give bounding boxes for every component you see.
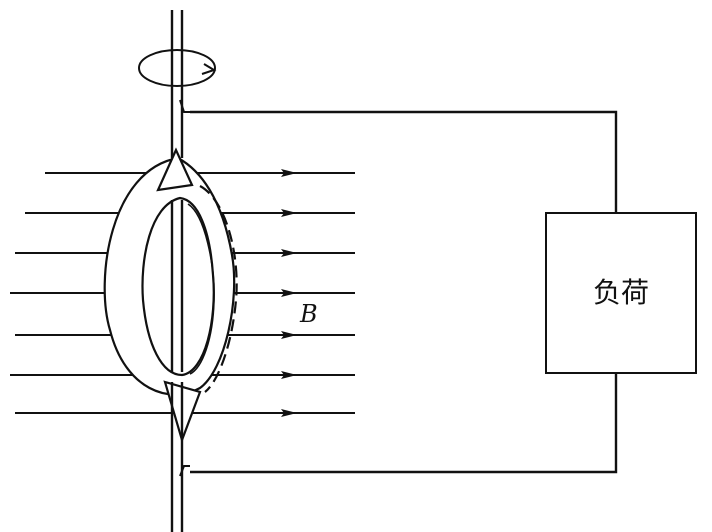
disk-inner-rim bbox=[187, 203, 215, 375]
disk-hidden-edge bbox=[199, 185, 238, 393]
rotation-indicator bbox=[138, 49, 217, 87]
load-box-label: 负荷 bbox=[593, 276, 649, 309]
load-box bbox=[545, 212, 697, 374]
rotation-arrow-icon bbox=[201, 63, 217, 75]
brush-top bbox=[179, 99, 190, 113]
field-symbol-label: B bbox=[299, 300, 318, 328]
wire-top bbox=[190, 110, 618, 213]
brush-bottom bbox=[179, 465, 190, 477]
wire-bottom bbox=[190, 373, 618, 474]
brushes bbox=[179, 99, 190, 477]
sliding-contact-upper bbox=[156, 147, 194, 192]
disk-inner-edge bbox=[141, 196, 215, 377]
axle bbox=[170, 10, 184, 532]
rotating-disk bbox=[103, 147, 238, 444]
rotation-ellipse bbox=[138, 49, 216, 87]
circuit-wires bbox=[190, 110, 618, 474]
